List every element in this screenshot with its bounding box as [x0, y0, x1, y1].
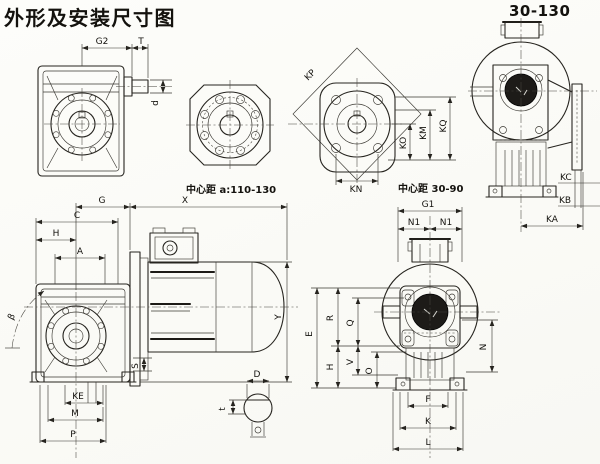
model-range-label: 30-130 — [509, 2, 570, 20]
view-flange-small: KP KO KM KQ KN 中心距 30-90 — [288, 47, 464, 195]
dim-label-h: H — [53, 229, 60, 239]
dim-label-g1: G1 — [422, 200, 435, 210]
dim-label-x: X — [182, 196, 188, 206]
dim-label-l: L — [425, 438, 430, 448]
dim-label-e: E — [305, 331, 315, 337]
dim-label-kc: KC — [560, 173, 572, 183]
dim-label-beta: β — [6, 312, 18, 322]
dim-label-v: V — [346, 358, 356, 365]
dim-label-p: P — [70, 430, 76, 440]
dim-label-q: Q — [346, 319, 356, 326]
dim-label-s: S — [131, 363, 141, 369]
view-output-front: G1 N1 N1 E R H Q V O N F K — [305, 200, 500, 458]
dim-label-h2: H — [326, 364, 336, 371]
caption-large-flange: 中心距 a:110-130 — [186, 183, 276, 196]
dim-label-n: N — [479, 344, 489, 351]
dim-label-d: d — [151, 100, 161, 106]
dim-label-a: A — [77, 247, 84, 257]
dim-label-ke: KE — [72, 392, 84, 402]
dim-label-ka: KA — [546, 215, 559, 225]
dim-label-shaft-d: D — [254, 370, 261, 380]
dim-label-n1-left: N1 — [408, 218, 420, 228]
dim-label-key-t: t — [218, 407, 228, 411]
dim-label-y: Y — [274, 314, 284, 321]
view-gearbox-front: G2 T d — [37, 37, 172, 177]
page-title: 外形及安装尺寸图 — [4, 6, 176, 30]
dim-label-kn: KN — [350, 185, 363, 195]
view-side-section: KC KB KA — [468, 18, 600, 232]
dim-label-f: F — [425, 395, 430, 405]
dim-label-kb: KB — [559, 196, 571, 206]
dim-label-k: K — [425, 417, 432, 427]
dim-label-m: M — [71, 409, 79, 419]
view-flange-large: 中心距 a:110-130 — [186, 80, 276, 196]
dim-label-o: O — [365, 367, 375, 374]
dim-label-r: R — [326, 315, 336, 321]
dim-label-n1-right: N1 — [440, 218, 452, 228]
dim-label-ko: KO — [399, 137, 409, 150]
dim-label-g: G — [99, 196, 106, 206]
dim-label-kp: KP — [303, 68, 318, 83]
dim-label-g2: G2 — [96, 37, 109, 47]
dim-label-t: T — [137, 37, 144, 47]
dim-label-kq: KQ — [439, 120, 449, 133]
caption-small-flange: 中心距 30-90 — [398, 182, 464, 195]
dim-label-km: KM — [419, 126, 429, 140]
dim-label-c: C — [74, 211, 80, 221]
view-assembly: G X C H A β S Y KE M P — [5, 196, 298, 458]
